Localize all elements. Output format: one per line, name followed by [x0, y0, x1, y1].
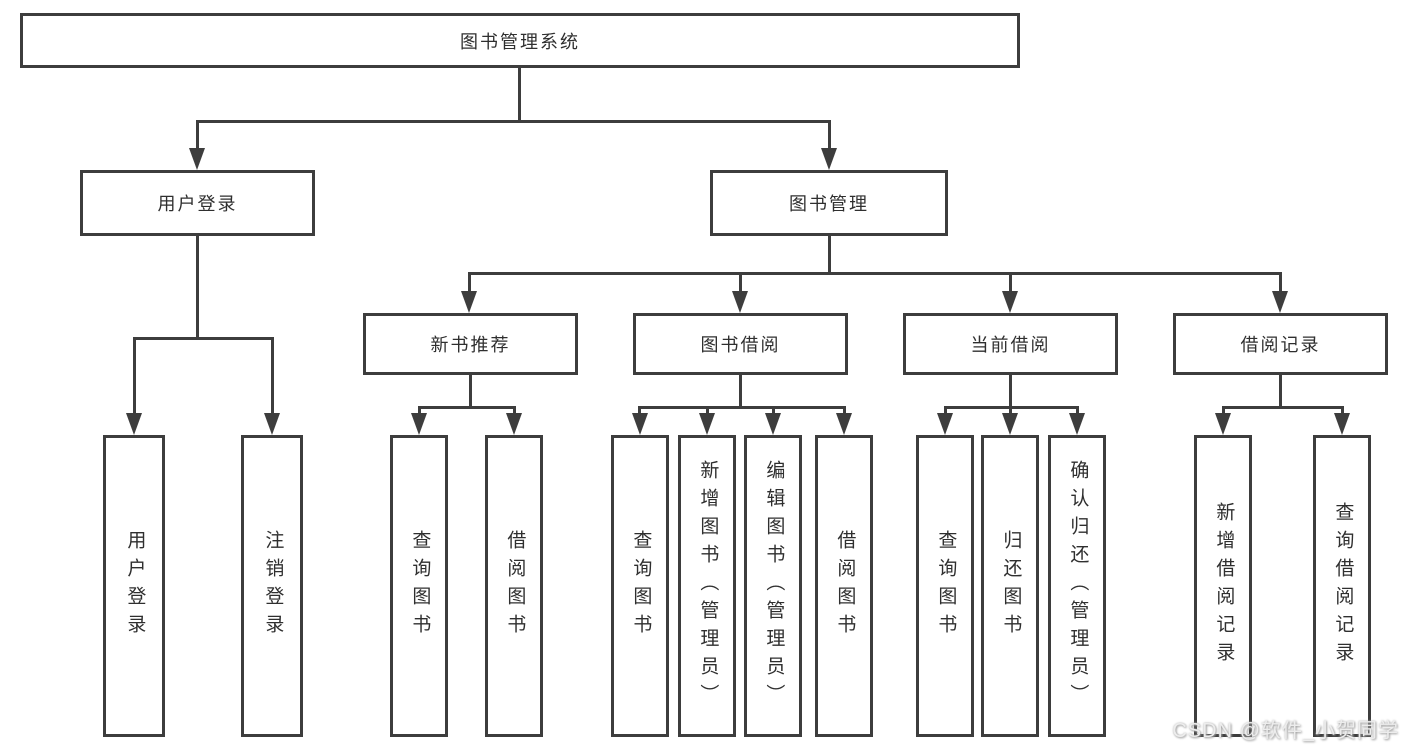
connector-line	[772, 406, 775, 416]
leaf-borrow-books-recommend: 借阅图书	[485, 435, 543, 737]
connector-line	[739, 272, 742, 294]
connector-line	[513, 406, 516, 416]
connector-line	[843, 406, 846, 416]
connector-line	[196, 236, 199, 340]
connector-line	[638, 406, 641, 416]
connector-line	[468, 272, 471, 294]
arrow-down-icon	[937, 413, 953, 435]
leaf-confirm-return-admin: 确认归还（管理员）	[1048, 435, 1106, 737]
arrow-down-icon	[1272, 291, 1288, 313]
connector-line	[1279, 375, 1282, 409]
connector-line	[133, 337, 136, 416]
node-book-management: 图书管理	[710, 170, 948, 236]
connector-line	[1279, 272, 1282, 294]
arrow-down-icon	[1002, 291, 1018, 313]
connector-line	[133, 337, 274, 340]
leaf-add-borrow-record: 新增借阅记录	[1194, 435, 1252, 737]
leaf-query-books-borrow: 查询图书	[611, 435, 669, 737]
connector-line	[518, 68, 521, 123]
leaf-logout: 注销登录	[241, 435, 303, 737]
connector-line	[1009, 406, 1012, 416]
connector-line	[1341, 406, 1344, 416]
leaf-return-books: 归还图书	[981, 435, 1039, 737]
arrow-down-icon	[699, 413, 715, 435]
connector-line	[196, 120, 831, 123]
connector-line	[468, 272, 1282, 275]
node-library-system: 图书管理系统	[20, 13, 1020, 68]
leaf-query-books-recommend: 查询图书	[390, 435, 448, 737]
connector-line	[1009, 375, 1012, 409]
node-book-borrow: 图书借阅	[633, 313, 848, 375]
connector-line	[469, 375, 472, 409]
leaf-borrow-books: 借阅图书	[815, 435, 873, 737]
node-user-login: 用户登录	[80, 170, 315, 236]
leaf-query-books-current: 查询图书	[916, 435, 974, 737]
arrow-down-icon	[821, 148, 837, 170]
leaf-user-login: 用户登录	[103, 435, 165, 737]
arrow-down-icon	[411, 413, 427, 435]
arrow-down-icon	[632, 413, 648, 435]
connector-line	[271, 337, 274, 416]
node-borrow-records: 借阅记录	[1173, 313, 1388, 375]
leaf-add-books-admin: 新增图书（管理员）	[678, 435, 736, 737]
arrow-down-icon	[264, 413, 280, 435]
connector-line	[418, 406, 516, 409]
leaf-edit-books-admin: 编辑图书（管理员）	[744, 435, 802, 737]
node-new-book-recommend: 新书推荐	[363, 313, 578, 375]
arrow-down-icon	[461, 291, 477, 313]
connector-line	[196, 120, 199, 152]
connector-line	[1222, 406, 1344, 409]
arrow-down-icon	[765, 413, 781, 435]
arrow-down-icon	[1069, 413, 1085, 435]
connector-line	[828, 236, 831, 275]
connector-line	[1222, 406, 1225, 416]
connector-line	[828, 120, 831, 152]
connector-line	[706, 406, 709, 416]
arrow-down-icon	[1334, 413, 1350, 435]
arrow-down-icon	[189, 148, 205, 170]
arrow-down-icon	[732, 291, 748, 313]
arrow-down-icon	[836, 413, 852, 435]
connector-line	[739, 375, 742, 409]
arrow-down-icon	[126, 413, 142, 435]
arrow-down-icon	[1215, 413, 1231, 435]
connector-line	[1009, 272, 1012, 294]
arrow-down-icon	[506, 413, 522, 435]
connector-line	[944, 406, 947, 416]
arrow-down-icon	[1002, 413, 1018, 435]
connector-line	[638, 406, 846, 409]
node-current-borrow: 当前借阅	[903, 313, 1118, 375]
leaf-query-borrow-record: 查询借阅记录	[1313, 435, 1371, 737]
connector-line	[418, 406, 421, 416]
connector-line	[1076, 406, 1079, 416]
